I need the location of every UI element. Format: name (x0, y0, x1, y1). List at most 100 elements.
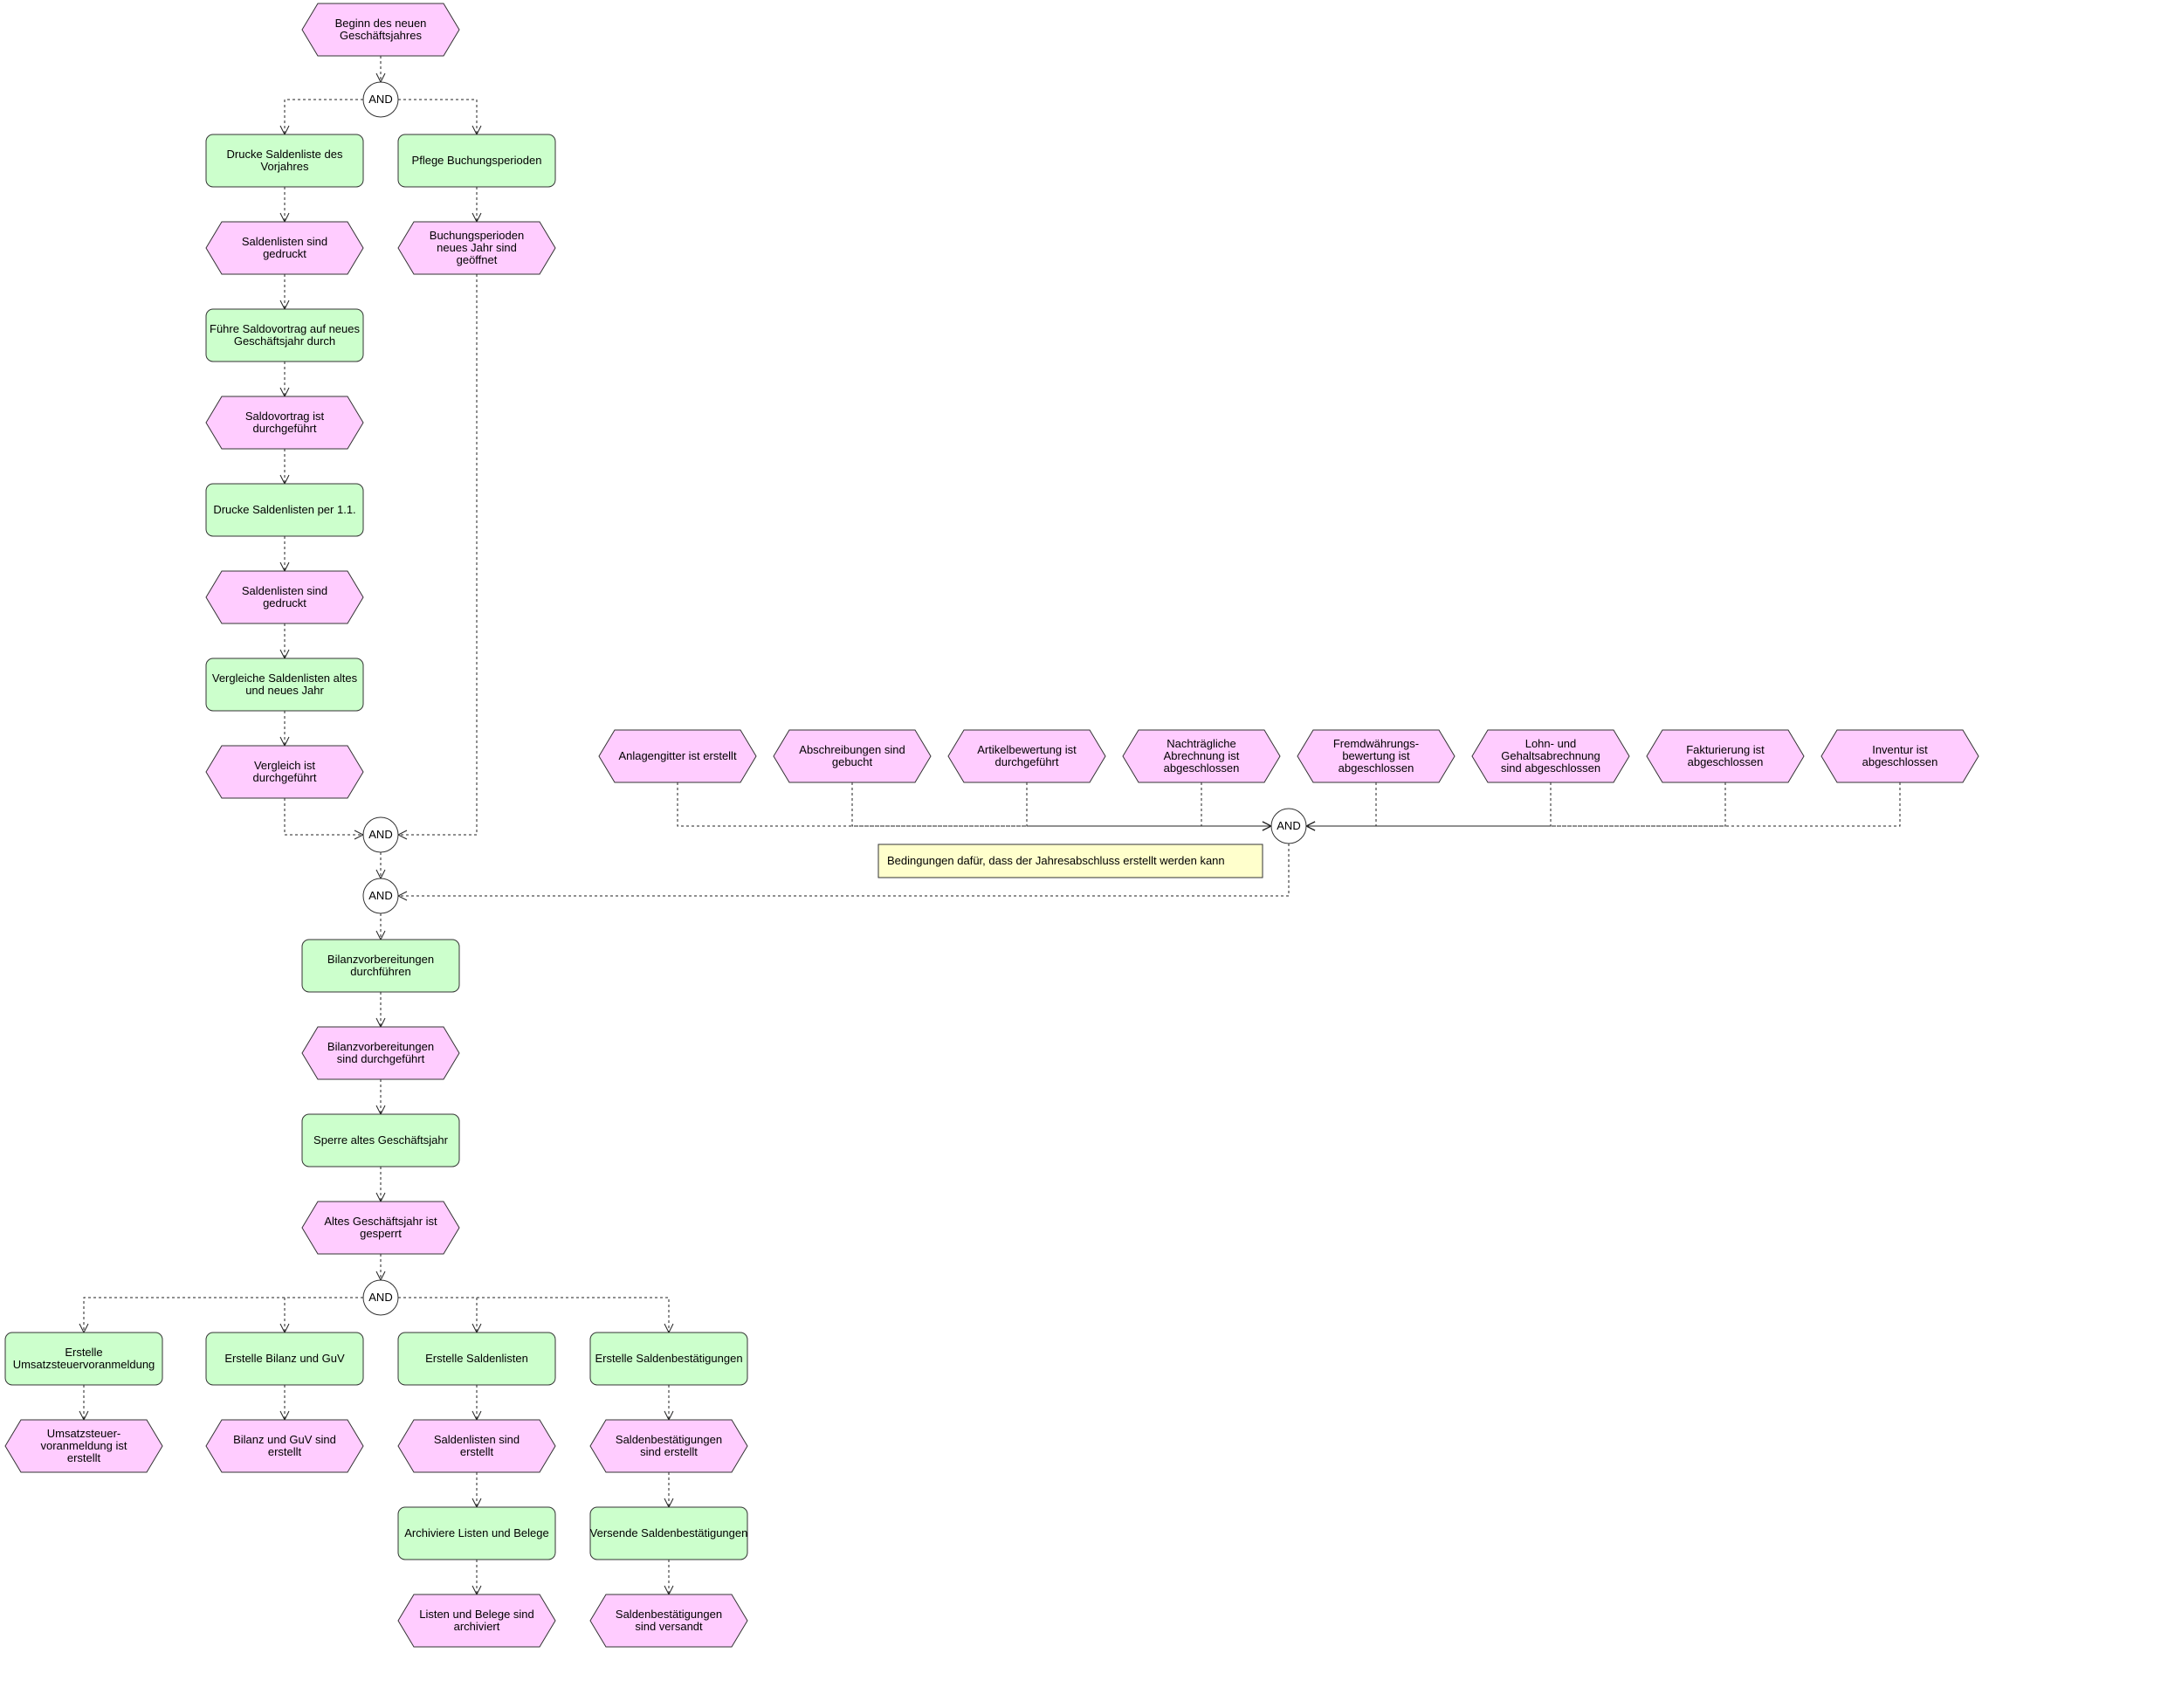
event-label-line: sind versandt (635, 1620, 703, 1633)
edge-c5-to-f_saldenlisten (398, 1297, 477, 1333)
event-label-line: archiviert (454, 1620, 500, 1633)
function-node-f_versende[interactable]: Versende Saldenbestätigungen (589, 1506, 748, 1560)
edge-e_artikelbewertung-to-c4 (1026, 782, 1271, 826)
connector-node-c3[interactable]: AND (362, 878, 399, 914)
edge-c4-to-c3 (398, 844, 1290, 896)
connector-label-line: AND (368, 93, 392, 106)
function-shape (301, 939, 460, 993)
connector-node-c4[interactable]: AND (1270, 808, 1307, 844)
function-shape (397, 134, 556, 188)
event-label-line: sind durchgeführt (337, 1052, 425, 1065)
event-shape (397, 221, 556, 275)
function-label-line: Vergleiche Saldenlisten altes (212, 671, 358, 685)
function-node-f_saldenlisten[interactable]: Erstelle Saldenlisten (397, 1332, 556, 1386)
event-label-line: Umsatzsteuer- (47, 1427, 121, 1440)
event-shape (205, 396, 364, 450)
edge-e_bp_geoeffnet-to-c2 (398, 274, 478, 835)
connector-label-line: AND (368, 889, 392, 902)
event-label-line: Saldenlisten sind (242, 235, 327, 248)
function-label-line: Erstelle Saldenbestätigungen (595, 1352, 742, 1365)
event-label-line: Saldenbestätigungen (616, 1433, 722, 1446)
edge-e_inventur-to-c4 (1306, 782, 1901, 826)
function-label-line: Geschäftsjahr durch (234, 334, 335, 348)
event-label-line: Bilanz und GuV sind (233, 1433, 336, 1446)
event-shape (205, 570, 364, 624)
event-label-line: gedruckt (263, 247, 306, 260)
event-shape (1297, 729, 1456, 783)
event-node-e_anlagengitter[interactable]: Anlagengitter ist erstellt (598, 729, 757, 783)
connector-node-c2[interactable]: AND (362, 816, 399, 853)
event-label-line: Abrechnung ist (1164, 749, 1240, 762)
function-shape (397, 1506, 556, 1560)
function-node-f_pflege[interactable]: Pflege Buchungsperioden (397, 134, 556, 188)
event-shape (301, 1201, 460, 1255)
function-label-line: und neues Jahr (245, 684, 324, 697)
note-node-note[interactable]: Bedingungen dafür, dass der Jahresabschl… (877, 844, 1263, 878)
function-node-f_archiviere[interactable]: Archiviere Listen und Belege (397, 1506, 556, 1560)
function-node-f_bilanz[interactable]: Erstelle Bilanz und GuV (205, 1332, 364, 1386)
event-label-line: durchgeführt (253, 422, 317, 435)
connector-node-c1[interactable]: AND (362, 81, 399, 118)
event-label-line: bewertung ist (1342, 749, 1410, 762)
event-label-line: Saldenlisten sind (242, 584, 327, 597)
function-label-line: Bilanzvorbereitungen (327, 953, 434, 966)
function-node-f_saldenbest[interactable]: Erstelle Saldenbestätigungen (589, 1332, 748, 1386)
event-shape (598, 729, 757, 783)
edge-e_lohn-to-c4 (1306, 782, 1552, 826)
edge-c5-to-f_saldenbest (398, 1297, 669, 1333)
event-shape (589, 1419, 748, 1473)
function-shape (589, 1506, 748, 1560)
event-label-line: Listen und Belege sind (419, 1608, 534, 1621)
event-shape (205, 745, 364, 799)
event-label-line: erstellt (268, 1445, 302, 1458)
function-node-f_drucke_11[interactable]: Drucke Saldenlisten per 1.1. (205, 483, 364, 537)
event-shape (301, 1026, 460, 1080)
connector-label-line: AND (368, 1291, 392, 1304)
edges-layer (84, 56, 1901, 1594)
function-label-line: Führe Saldovortrag auf neues (210, 322, 360, 335)
event-label-line: Anlagengitter ist erstellt (618, 749, 737, 762)
function-label-line: Erstelle Saldenlisten (425, 1352, 528, 1365)
function-label-line: Drucke Saldenlisten per 1.1. (213, 503, 355, 516)
function-label-line: Vorjahres (261, 160, 309, 173)
event-label-line: Saldenlisten sind (434, 1433, 520, 1446)
event-shape (4, 1419, 163, 1473)
note-label-line: Bedingungen dafür, dass der Jahresabschl… (887, 854, 1225, 867)
event-label-line: sind erstellt (640, 1445, 698, 1458)
note-shape (877, 844, 1263, 878)
event-label-line: erstellt (460, 1445, 494, 1458)
function-label-line: Sperre altes Geschäftsjahr (313, 1133, 449, 1147)
function-node-f_saldovortrag[interactable]: Führe Saldovortrag auf neuesGeschäftsjah… (205, 308, 364, 362)
function-label-line: durchführen (350, 965, 410, 978)
function-node-f_sperre[interactable]: Sperre altes Geschäftsjahr (301, 1113, 460, 1167)
connector-node-c5[interactable]: AND (362, 1279, 399, 1316)
event-label-line: Inventur ist (1872, 743, 1928, 756)
event-shape (397, 1419, 556, 1473)
and-connector-shape (362, 878, 399, 914)
